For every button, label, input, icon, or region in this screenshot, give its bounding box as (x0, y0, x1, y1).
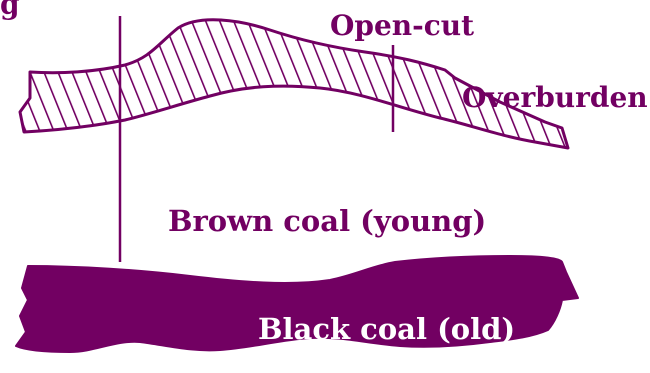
open-cut-label: Open-cut (330, 9, 474, 42)
overburden-label: Overburden (462, 81, 648, 114)
brown-coal-label: Brown coal (young) (168, 204, 486, 238)
top-cut-label: g (0, 0, 20, 21)
black-coal-label: Black coal (old) (258, 312, 515, 346)
